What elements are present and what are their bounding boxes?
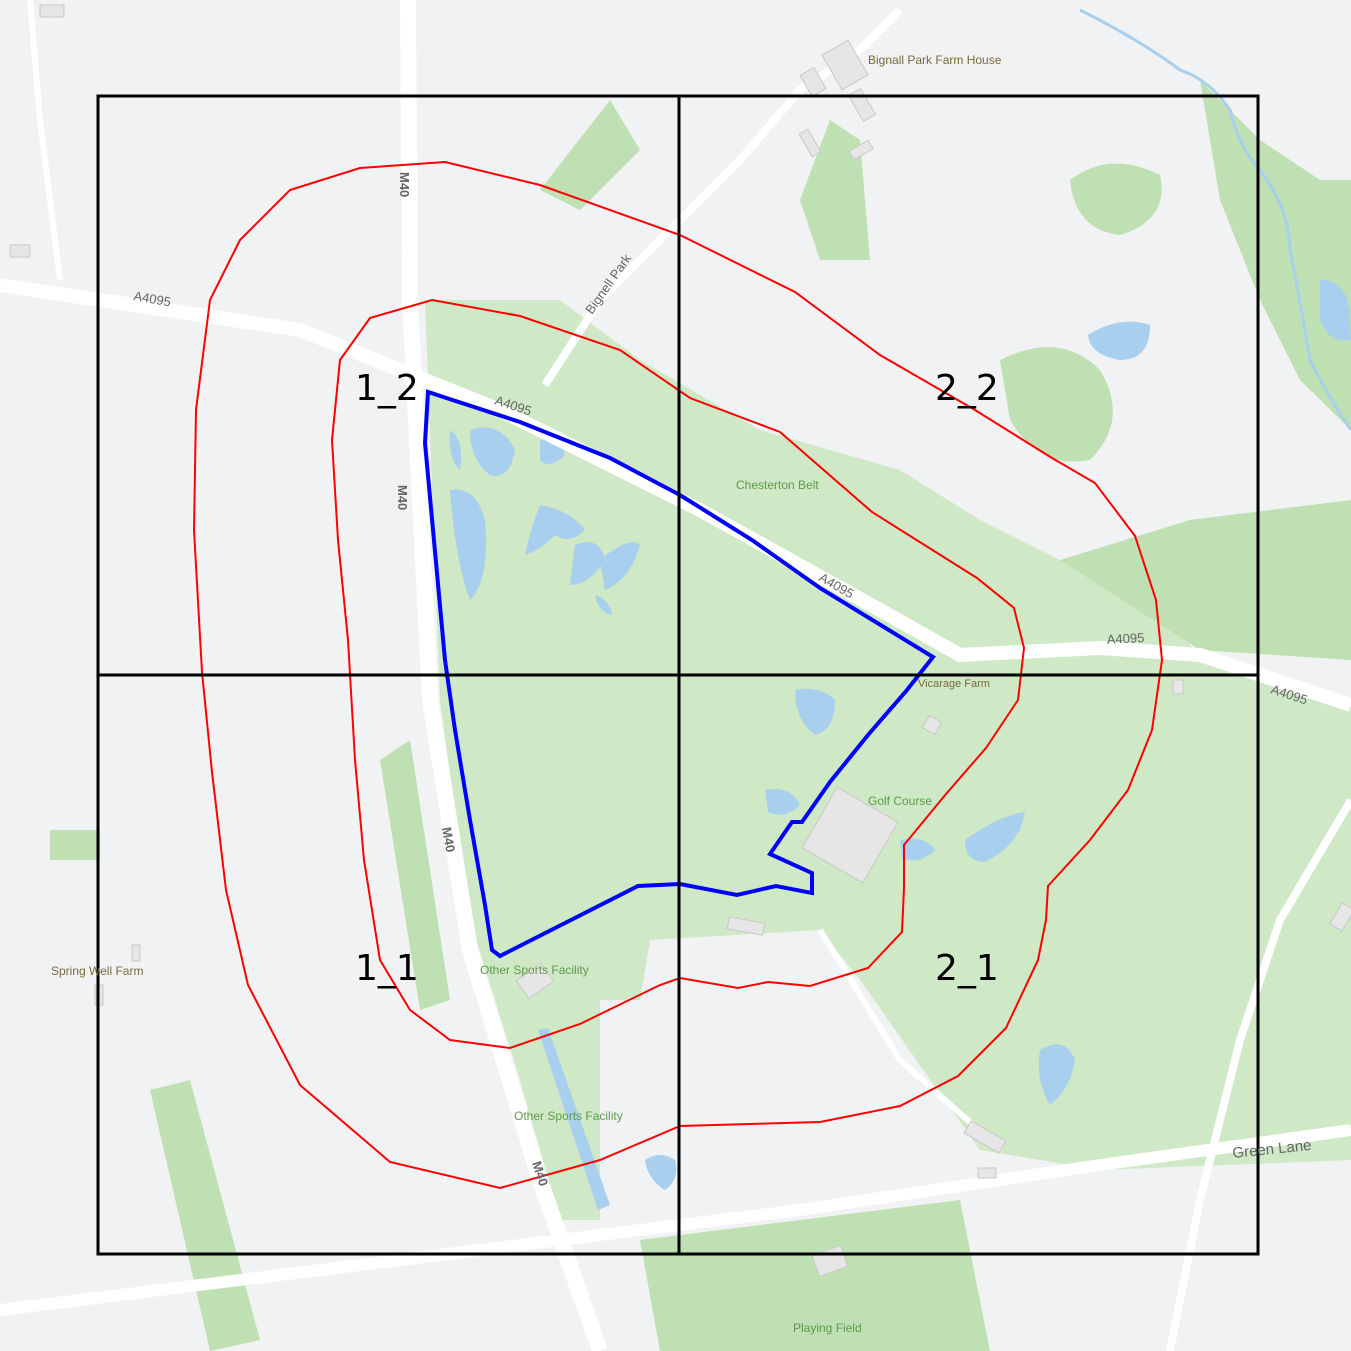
east-road — [1166, 797, 1351, 1351]
building — [848, 139, 874, 161]
lake — [595, 595, 612, 615]
place-labels: Bignall Park Farm House Spring Well Farm… — [51, 53, 1002, 1335]
road-label-m40: M40 — [395, 485, 410, 510]
sports-lake — [538, 1028, 610, 1210]
building — [1172, 679, 1184, 695]
lake — [795, 688, 835, 735]
river-line — [1079, 8, 1351, 431]
road-label-m40: M40 — [397, 172, 412, 197]
road-label-a4095: A4095 — [132, 288, 172, 309]
lake — [525, 505, 585, 555]
place-label-other-sports-facility: Other Sports Facility — [514, 1109, 623, 1123]
field-east — [1000, 347, 1113, 462]
playing-field-area — [640, 1200, 990, 1351]
a4095-road — [0, 278, 1351, 712]
place-label-spring-well-farm: Spring Well Farm — [51, 964, 143, 978]
west-lane — [27, 0, 63, 281]
field-west-edge — [50, 830, 100, 860]
golf-access-road — [817, 928, 992, 1143]
m40-motorway — [400, 0, 608, 1351]
building — [1329, 902, 1351, 932]
place-label-other-sports-facility: Other Sports Facility — [480, 963, 589, 977]
lake — [965, 812, 1025, 862]
grid-cell-labels: 1_2 2_2 1_1 2_1 — [355, 368, 999, 989]
outer-buffer-ring — [192, 160, 1164, 1190]
building — [921, 714, 943, 736]
east-woodland — [1060, 500, 1351, 660]
green-areas — [50, 80, 1351, 1351]
lake — [450, 489, 486, 600]
lake — [470, 427, 515, 476]
building — [798, 128, 822, 158]
road-label-a4095: A4095 — [1106, 630, 1144, 647]
lake — [570, 542, 605, 585]
building — [977, 1167, 997, 1179]
field-north-strip — [540, 100, 640, 210]
building — [131, 944, 141, 962]
building — [726, 916, 766, 936]
pond — [1088, 321, 1150, 360]
building — [821, 39, 869, 91]
water-bodies — [449, 8, 1351, 1210]
river-corridor — [1200, 80, 1351, 430]
place-label-vicarage-farm: Vicarage Farm — [918, 678, 990, 690]
grid-cell-label-2-2: 2_2 — [935, 368, 999, 409]
bignell-park-road — [541, 7, 903, 388]
building — [963, 1120, 1007, 1154]
building — [9, 244, 31, 258]
building — [799, 66, 827, 98]
lake — [449, 430, 462, 470]
green-lane-road — [0, 1124, 1351, 1316]
site-boundary — [422, 389, 936, 959]
field-west-strip — [380, 740, 450, 1010]
lake — [900, 838, 935, 861]
analysis-grid — [96, 94, 1260, 1256]
place-label-bignall-park-farm-house: Bignall Park Farm House — [868, 53, 1002, 67]
road-label-m40: M40 — [529, 1159, 551, 1188]
building — [515, 962, 555, 1000]
place-label-chesterton-belt: Chesterton Belt — [736, 478, 819, 492]
lake — [600, 542, 640, 590]
lake — [1038, 1044, 1075, 1105]
place-label-playing-field: Playing Field — [793, 1321, 862, 1335]
golf-course-area — [425, 300, 1351, 1220]
lake — [765, 789, 800, 815]
building — [39, 4, 65, 18]
clubhouse — [801, 786, 899, 884]
river — [1320, 280, 1351, 341]
inner-buffer-ring — [330, 298, 1026, 1050]
place-label-golf-course: Golf Course — [868, 794, 932, 808]
grid-cell-label-1-2: 1_2 — [355, 368, 419, 409]
grid-cell-label-1-1: 1_1 — [355, 948, 419, 989]
road-label-m40: M40 — [439, 826, 458, 854]
field-northeast — [1070, 163, 1162, 235]
pond — [645, 1155, 677, 1190]
grid-cell-label-2-1: 2_1 — [935, 948, 999, 989]
buffer-zones — [192, 160, 1164, 1190]
